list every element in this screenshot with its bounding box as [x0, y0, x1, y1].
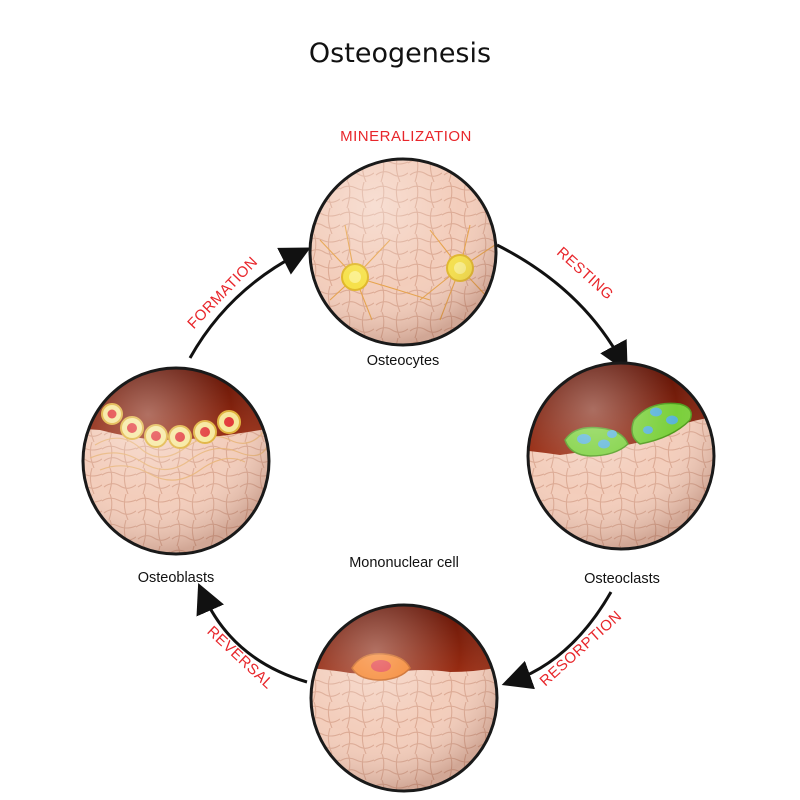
cell-label-osteoblasts: Osteoblasts — [138, 570, 215, 586]
phase-label-resorption: RESORPTION — [537, 607, 626, 689]
phase-label-formation: FORMATION — [184, 253, 261, 332]
diagram-title: Osteogenesis — [309, 38, 491, 69]
cell-label-osteocytes: Osteocytes — [367, 353, 440, 369]
arrow-resting — [496, 243, 628, 373]
cell-label-mononuclear: Mononuclear cell — [349, 555, 459, 571]
circle-mononuclear — [309, 603, 499, 793]
phase-label-reversal: REVERSAL — [204, 623, 277, 693]
circle-osteocytes — [308, 157, 498, 347]
arrow-formation — [188, 247, 311, 359]
phase-label-resting: RESTING — [553, 244, 617, 304]
arrow-reversal — [196, 583, 308, 684]
cell-label-osteoclasts: Osteoclasts — [584, 571, 660, 587]
arrow-resorption — [501, 591, 613, 690]
phase-label-mineralization: MINERALIZATION — [340, 128, 472, 145]
circle-osteoclasts — [526, 361, 716, 551]
circle-osteoblasts — [81, 366, 271, 556]
cycle-arrows — [188, 243, 628, 690]
